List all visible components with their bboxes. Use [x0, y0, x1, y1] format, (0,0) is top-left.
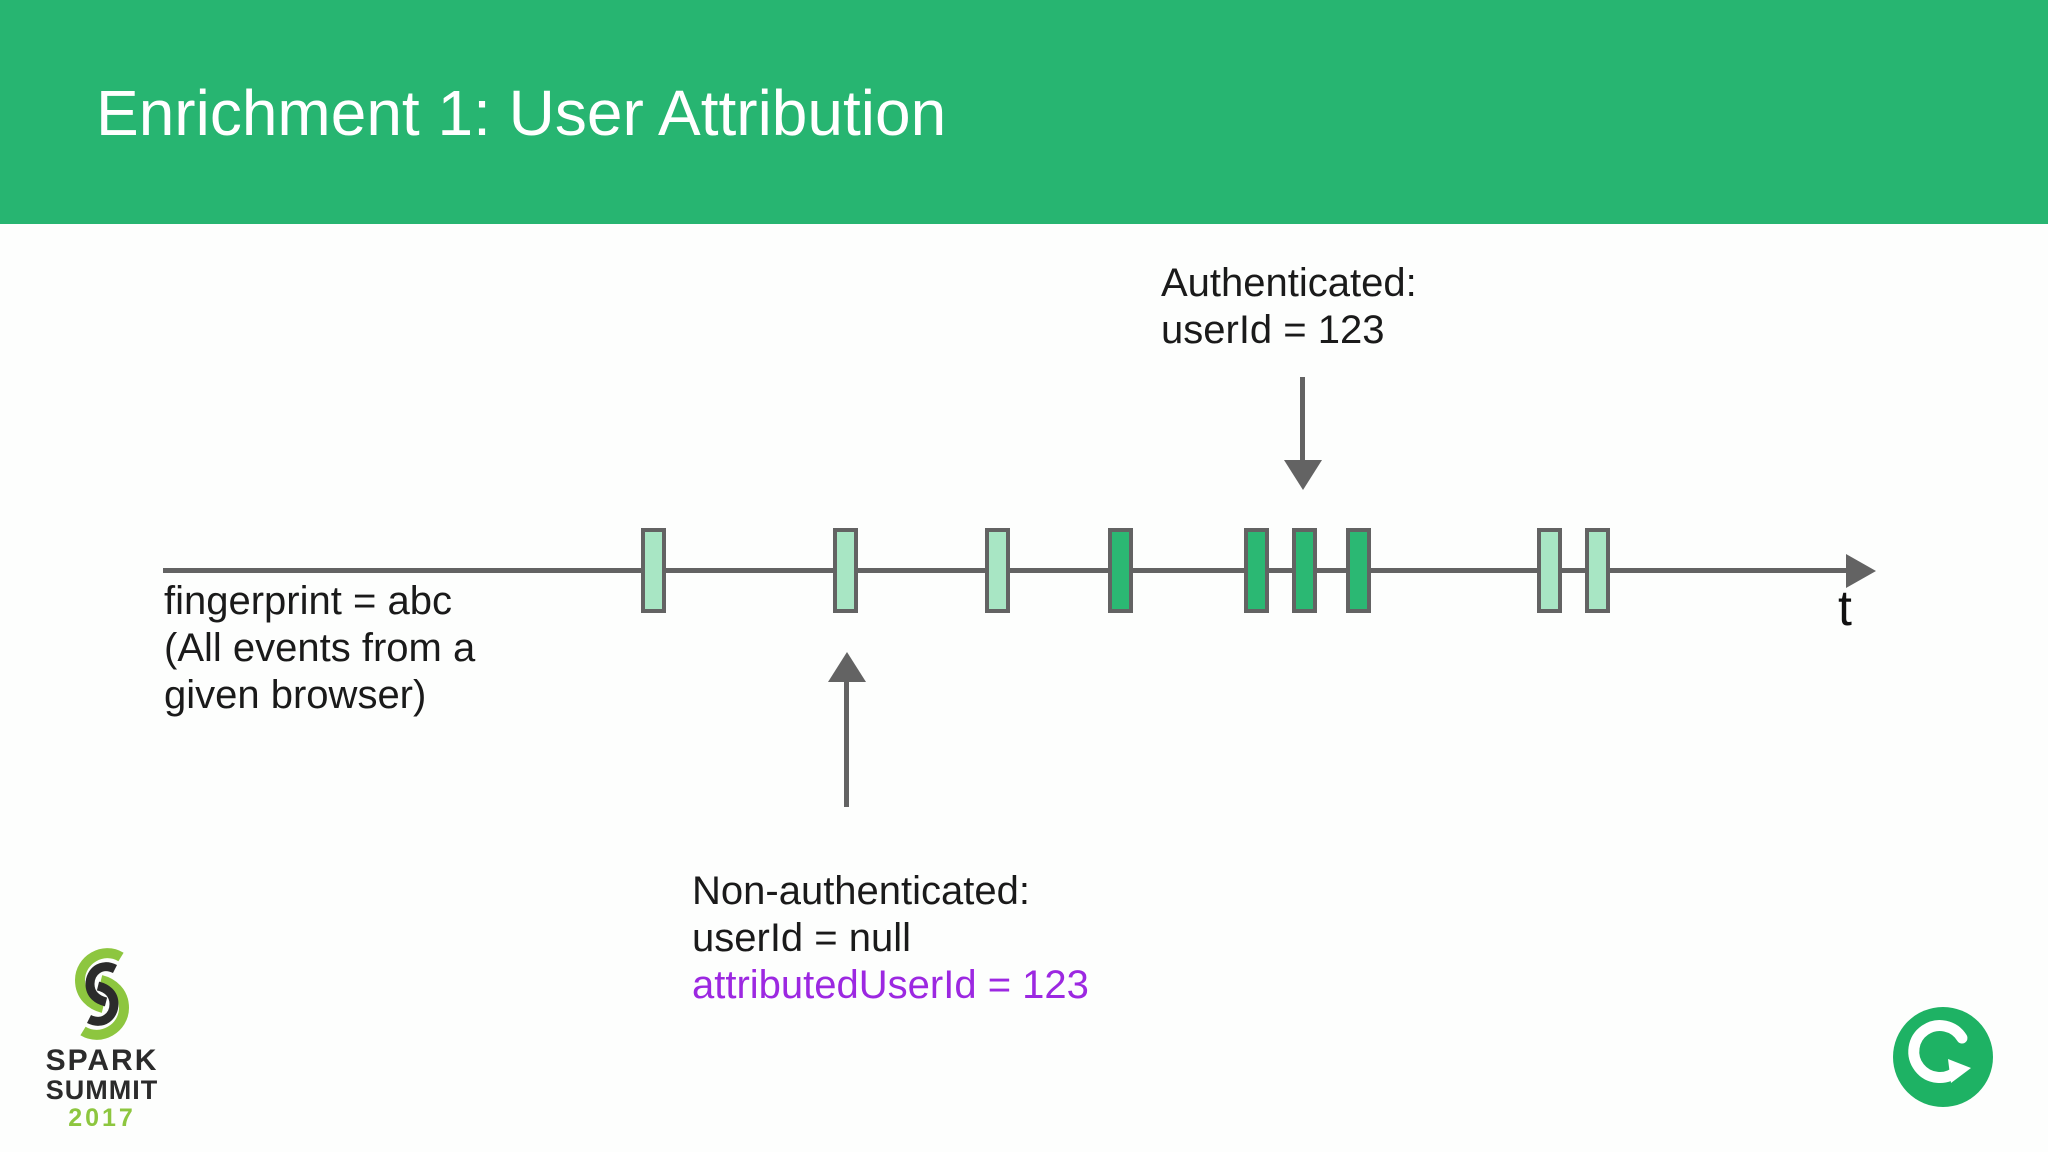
- event-tick-dark: [1244, 528, 1269, 613]
- spark-logo-word-summit: SUMMIT: [45, 1075, 159, 1105]
- fingerprint-annotation: fingerprint = abc (All events from a giv…: [164, 578, 475, 719]
- timeline-arrowhead-icon: [1846, 554, 1876, 588]
- fingerprint-line-2: (All events from a: [164, 626, 476, 670]
- authenticated-line-2: userId = 123: [1161, 308, 1385, 352]
- spark-logo-year: 2017: [68, 1104, 136, 1132]
- non-authenticated-annotation: Non-authenticated: userId = null attribu…: [692, 868, 1089, 1009]
- event-tick-dark: [1292, 528, 1317, 613]
- authenticated-annotation: Authenticated: userId = 123: [1161, 260, 1417, 354]
- authenticated-arrow-shaft: [1300, 377, 1305, 462]
- spark-logo-word-spark: SPARK: [45, 1044, 159, 1077]
- event-tick-light: [985, 528, 1010, 613]
- spark-summit-logo: SPARK SUMMIT 2017: [44, 948, 160, 1132]
- fingerprint-line-1: fingerprint = abc: [164, 579, 452, 623]
- non-authenticated-line-1: Non-authenticated:: [692, 869, 1031, 913]
- event-tick-light: [641, 528, 666, 613]
- event-tick-light: [833, 528, 858, 613]
- event-tick-dark: [1108, 528, 1133, 613]
- event-tick-dark: [1346, 528, 1371, 613]
- slide-header: Enrichment 1: User Attribution: [0, 0, 2048, 224]
- authenticated-line-1: Authenticated:: [1161, 261, 1417, 305]
- spark-summit-swirl-icon: [74, 948, 130, 1040]
- non-authenticated-line-2: userId = null: [692, 916, 912, 960]
- time-axis-label: t: [1838, 580, 1852, 636]
- event-tick-light: [1537, 528, 1562, 613]
- non-authenticated-arrow-shaft: [844, 680, 849, 807]
- slide-title: Enrichment 1: User Attribution: [96, 77, 947, 149]
- event-tick-light: [1585, 528, 1610, 613]
- fingerprint-line-3: given browser): [164, 673, 427, 717]
- arrow-down-icon: [1284, 460, 1322, 490]
- grammarly-g-icon: [1893, 1007, 1993, 1107]
- attributed-user-id-line: attributedUserId = 123: [692, 963, 1089, 1007]
- arrow-up-icon: [828, 652, 866, 682]
